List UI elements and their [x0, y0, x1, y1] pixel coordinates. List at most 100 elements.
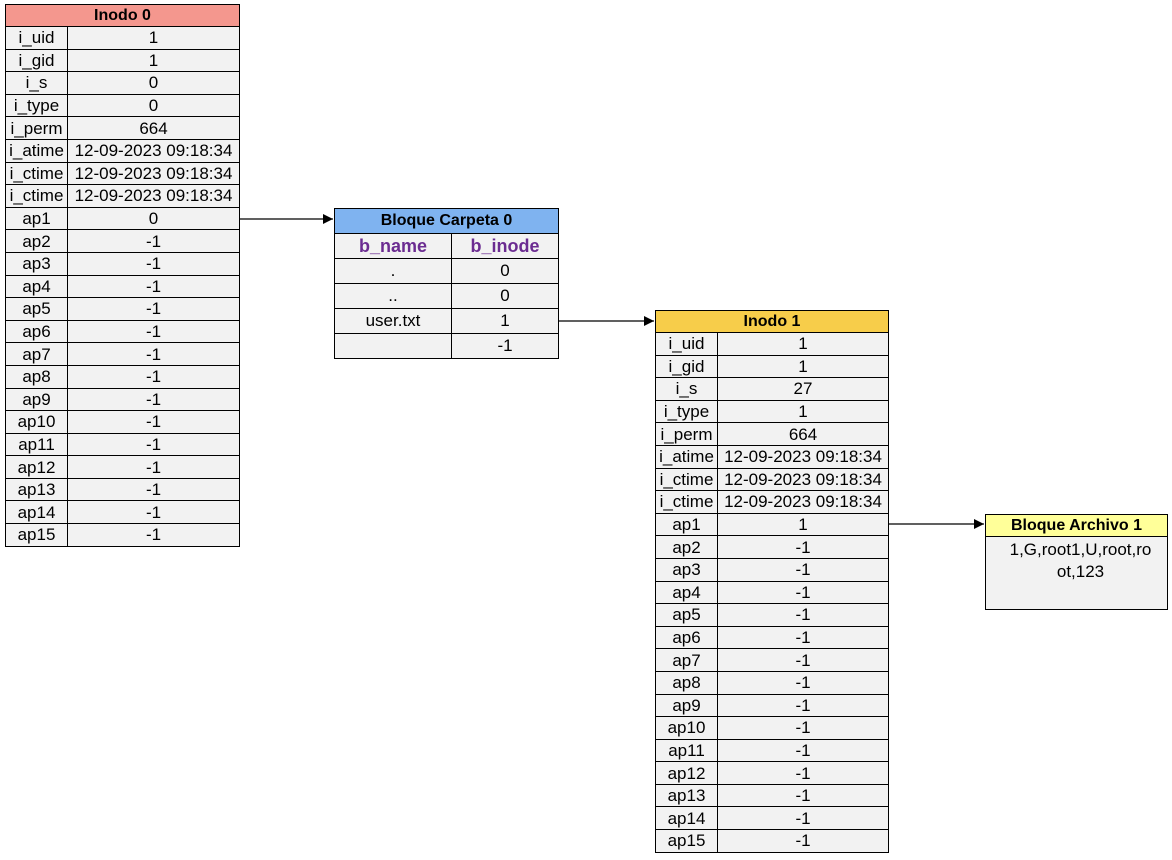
field-value: 0	[67, 206, 240, 231]
table-row: ap15-1	[655, 829, 889, 853]
field-name: i_perm	[5, 116, 68, 140]
field-name: i_s	[5, 71, 68, 95]
field-value: -1	[717, 670, 889, 695]
table-row: ap14-1	[5, 500, 240, 525]
entry-name: user.txt	[334, 308, 452, 334]
field-value: 1	[717, 399, 889, 424]
field-value: 0	[67, 71, 240, 95]
table-row: ap7-1	[5, 342, 240, 366]
field-value: 1	[67, 26, 240, 50]
field-name: i_ctime	[655, 490, 718, 514]
field-value: -1	[67, 523, 240, 547]
field-name: i_type	[655, 399, 718, 424]
table-row: ap11-1	[5, 432, 240, 457]
field-name: ap8	[5, 364, 68, 389]
field-value: -1	[67, 274, 240, 299]
field-value: 1	[67, 48, 240, 73]
column-header-b-name: b_name	[334, 233, 452, 259]
file-block-1-table: Bloque Archivo 1 1,G,root1,U,root,root,1…	[985, 514, 1168, 610]
field-name: ap13	[655, 783, 718, 808]
field-value: -1	[67, 251, 240, 276]
field-name: ap9	[655, 693, 718, 718]
field-value: -1	[717, 535, 889, 559]
field-name: ap2	[5, 229, 68, 253]
entry-inode: 0	[451, 258, 559, 284]
table-row: ap3-1	[5, 251, 240, 276]
table-row: ap8-1	[655, 670, 889, 695]
field-value: -1	[67, 477, 240, 502]
field-name: i_atime	[655, 444, 718, 469]
field-name: ap13	[5, 477, 68, 502]
field-value: -1	[717, 738, 889, 763]
table-row: ap3-1	[655, 557, 889, 582]
inode-1-title: Inodo 1	[655, 310, 889, 333]
table-row: ap2-1	[655, 535, 889, 559]
field-name: ap10	[655, 716, 718, 740]
field-name: ap4	[655, 580, 718, 605]
table-row: ap6-1	[655, 625, 889, 650]
field-name: ap12	[655, 761, 718, 785]
table-row: ap4-1	[5, 274, 240, 299]
field-name: i_ctime	[5, 184, 68, 208]
table-row: ..0	[334, 283, 559, 309]
field-value: -1	[67, 500, 240, 525]
entry-inode: -1	[451, 333, 559, 359]
field-value: 12-09-2023 09:18:34	[717, 490, 889, 514]
field-value: -1	[67, 297, 240, 321]
field-value: 12-09-2023 09:18:34	[717, 444, 889, 469]
field-value: 1	[717, 354, 889, 379]
table-row: ap9-1	[655, 693, 889, 718]
field-value: -1	[717, 761, 889, 785]
table-row: ap8-1	[5, 364, 240, 389]
table-row: -1	[334, 333, 559, 359]
table-row: .0	[334, 258, 559, 284]
field-value: -1	[67, 342, 240, 366]
field-value: 1	[717, 332, 889, 356]
field-value: 664	[717, 422, 889, 446]
field-name: ap15	[5, 523, 68, 547]
table-row: ap6-1	[5, 319, 240, 344]
field-value: -1	[717, 648, 889, 672]
entry-name	[334, 333, 452, 359]
field-value: -1	[717, 806, 889, 831]
table-row: ap4-1	[655, 580, 889, 605]
entry-name: .	[334, 258, 452, 284]
table-row: ap13-1	[655, 783, 889, 808]
column-header-b-inode: b_inode	[451, 233, 559, 259]
field-name: ap1	[5, 206, 68, 231]
table-row: ap12-1	[655, 761, 889, 785]
inode-0-title: Inodo 0	[5, 4, 240, 27]
field-name: ap3	[655, 557, 718, 582]
table-row: ap13-1	[5, 477, 240, 502]
field-value: -1	[67, 364, 240, 389]
field-name: i_ctime	[655, 467, 718, 492]
field-name: ap4	[5, 274, 68, 299]
field-name: ap6	[655, 625, 718, 650]
field-name: ap6	[5, 319, 68, 344]
field-name: ap11	[5, 432, 68, 457]
field-name: ap1	[655, 512, 718, 537]
field-name: ap15	[655, 829, 718, 853]
table-row: ap5-1	[655, 603, 889, 627]
field-name: ap14	[5, 500, 68, 525]
table-row: ap15-1	[5, 523, 240, 547]
field-name: ap5	[5, 297, 68, 321]
field-value: -1	[717, 716, 889, 740]
field-name: ap10	[5, 410, 68, 434]
field-name: i_uid	[5, 26, 68, 50]
